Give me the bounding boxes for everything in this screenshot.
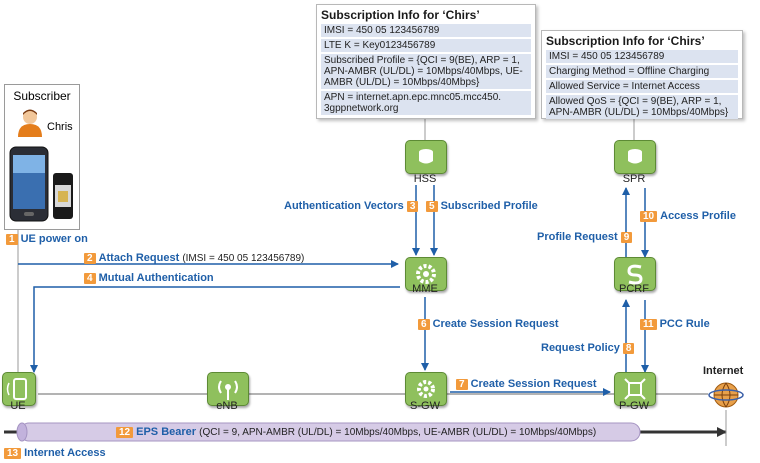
step-8-label: Request Policy 8: [541, 342, 637, 354]
spr-node[interactable]: [614, 140, 656, 174]
step-9-label: Profile Request 9: [537, 231, 635, 243]
hss-info-row: LTE K = Key0123456789: [321, 39, 531, 52]
hss-info-row: IMSI = 450 05 123456789: [321, 24, 531, 37]
step-number: 11: [640, 319, 657, 330]
step-text: UE power on: [20, 233, 88, 245]
pcrf-node[interactable]: [614, 257, 656, 291]
antenna-icon: [218, 380, 238, 400]
step-text: PCC Rule: [659, 318, 710, 330]
spr-label: SPR: [622, 173, 646, 185]
database-icon: [628, 149, 642, 164]
spr-info-row: Allowed Service = Internet Access: [546, 80, 738, 93]
mobile-device-icon: [6, 378, 27, 400]
step-detail: (QCI = 9, APN-AMBR (UL/DL) = 10Mbps/40Mb…: [199, 427, 597, 438]
step-number: 10: [640, 211, 658, 222]
ue-label: UE: [10, 400, 26, 412]
step-number: 3: [406, 201, 419, 212]
enb-node[interactable]: [207, 372, 249, 406]
step-text: Attach Request: [98, 252, 180, 264]
pgw-label: P-GW: [619, 400, 649, 412]
sgw-label: S-GW: [410, 400, 440, 412]
step-number: 2: [84, 253, 96, 264]
subscriber-name: Chris: [47, 121, 73, 133]
spr-info-row: Charging Method = Offline Charging: [546, 65, 738, 78]
step-detail: (IMSI = 450 05 123456789): [182, 253, 305, 264]
step-text: Authentication Vectors: [284, 200, 404, 212]
mutual-auth-arrow: [30, 286, 400, 373]
step-text: Create Session Request: [432, 318, 559, 330]
internet-label: Internet: [703, 365, 744, 377]
step-text: EPS Bearer: [136, 426, 197, 438]
step-text: Access Profile: [660, 210, 736, 222]
subscriber-title: Subscriber: [13, 89, 71, 103]
spr-subscription-info: Subscription Info for ‘Chirs’ IMSI = 450…: [541, 30, 743, 119]
step-number: 6: [418, 319, 430, 330]
person-icon: [18, 109, 42, 137]
spr-info-title: Subscription Info for ‘Chirs’: [546, 34, 705, 48]
mme-node[interactable]: [405, 257, 447, 291]
step-number: 12: [116, 427, 134, 438]
ue-node[interactable]: [2, 372, 36, 406]
sgw-node[interactable]: [405, 372, 447, 406]
step-number: 1: [6, 234, 18, 245]
step-number: 13: [4, 448, 22, 459]
hss-info-row: Subscribed Profile = {QCI = 9(BE), ARP =…: [321, 54, 531, 89]
gear-icon: [416, 264, 436, 284]
pgw-node[interactable]: [614, 372, 656, 406]
step-text: Mutual Authentication: [98, 272, 214, 284]
gear-icon: [417, 380, 435, 398]
hss-subscription-info: Subscription Info for ‘Chirs’ IMSI = 450…: [316, 4, 536, 119]
pcrf-label: PCRF: [619, 283, 649, 295]
step-text: Subscribed Profile: [440, 200, 538, 212]
step-3-label: Authentication Vectors 3: [284, 200, 421, 212]
globe-icon: [708, 382, 744, 408]
step-number: 4: [84, 273, 96, 284]
step-number: 8: [622, 343, 635, 354]
spr-info-row: Allowed QoS = {QCI = 9(BE), ARP = 1, APN…: [546, 95, 738, 119]
gateway-icon: [624, 378, 646, 400]
enb-label: eNB: [216, 400, 238, 412]
step-number: 7: [456, 379, 468, 390]
step-text: Internet Access: [24, 447, 106, 459]
hss-info-title: Subscription Info for ‘Chirs’: [321, 8, 480, 22]
subscriber-box: Subscriber Chris: [4, 84, 80, 230]
step-number: 9: [620, 232, 633, 243]
hss-info-row: APN = internet.apn.epc.mnc05.mcc450. 3gp…: [321, 91, 531, 115]
database-icon: [419, 149, 433, 164]
step-text: Request Policy: [541, 342, 620, 354]
step-text: Profile Request: [537, 231, 618, 243]
phone-sim-icon: [9, 146, 73, 222]
mme-label: MME: [412, 283, 438, 295]
spr-info-row: IMSI = 450 05 123456789: [546, 50, 738, 63]
hss-node[interactable]: [405, 140, 447, 174]
step-text: Create Session Request: [470, 378, 597, 390]
hss-label: HSS: [413, 173, 437, 185]
step-number: 5: [426, 201, 438, 212]
policy-icon: [627, 264, 643, 285]
